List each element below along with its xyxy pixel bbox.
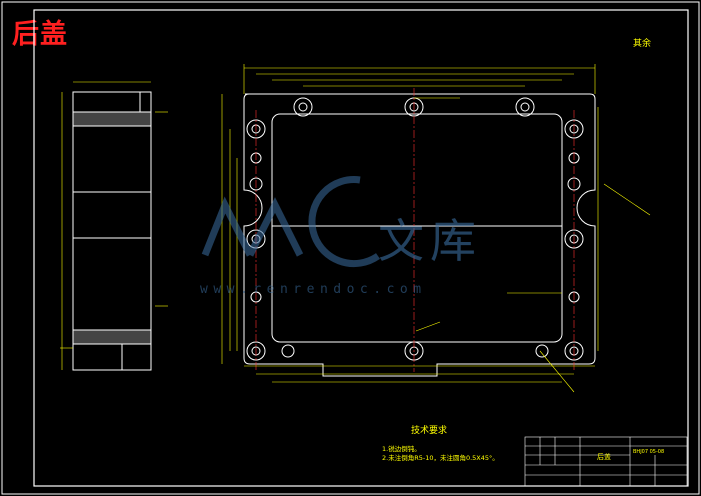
bolt-hole [293, 97, 313, 117]
watermark-mark [201, 196, 254, 257]
watermark-logo [201, 176, 380, 268]
section-view [72, 91, 152, 371]
watermark-cn: 文库 [378, 214, 482, 268]
title-block [524, 436, 688, 487]
section-view-dimensions [60, 81, 168, 370]
tech-requirements-title: 技术要求 [411, 426, 448, 436]
flange-outline [243, 93, 596, 377]
drawing-title: 后盖 [12, 19, 68, 50]
callout-leader-center [415, 321, 441, 332]
bolt-hole-inner [520, 102, 530, 112]
watermark-mark [246, 197, 304, 257]
section-outline [72, 91, 152, 371]
plan-view [243, 93, 596, 377]
roughness-note: 其余 [633, 39, 652, 49]
callout-leader-bottom [539, 350, 575, 393]
top-flange-hatch [72, 111, 152, 127]
tech-requirement-2: 2.未注倒角R5-10，未注圆角0.5X45°。 [382, 454, 499, 462]
title-block-frame [524, 436, 688, 487]
watermark-url: www.renrendoc.com [200, 282, 427, 297]
plan-view-dimensions [221, 64, 651, 393]
bolt-hole-inner [298, 102, 308, 112]
drawing-code: BHJ07 05-08 [633, 449, 665, 455]
dowel-hole [281, 344, 295, 358]
top-boss [72, 91, 152, 113]
bottom-boss [72, 343, 152, 371]
dowel-hole [535, 344, 549, 358]
callout-leader-right [603, 183, 651, 216]
tech-requirement-1: 1.锐边倒钝。 [382, 445, 421, 453]
bolt-hole [515, 97, 535, 117]
inner-border [33, 9, 689, 487]
part-name: 后盖 [597, 453, 611, 461]
bottom-flange-hatch [72, 329, 152, 345]
watermark-ring [308, 176, 380, 268]
